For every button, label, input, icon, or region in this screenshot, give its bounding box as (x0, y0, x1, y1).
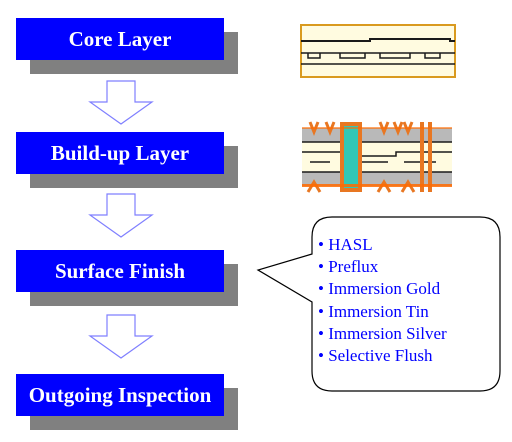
down-arrow-icon (88, 314, 154, 359)
core-layer-cross-section-image (300, 24, 456, 78)
list-item: • Immersion Tin (318, 301, 429, 321)
step-label: Outgoing Inspection (28, 382, 212, 407)
surface-finish-options-list: • HASL • Preflux • Immersion Gold • Imme… (318, 234, 447, 367)
step-label: Surface Finish (54, 258, 186, 283)
down-arrow-icon (88, 80, 154, 125)
step-label: Build-up Layer (50, 140, 190, 165)
step-label: Core Layer (68, 26, 172, 51)
step-box-core-layer: Core Layer (16, 18, 224, 60)
list-item: • Selective Flush (318, 346, 433, 366)
list-item: • Preflux (318, 257, 379, 277)
step-box-build-up-layer: Build-up Layer (16, 132, 224, 174)
build-up-layer-cross-section-image (302, 121, 452, 193)
down-arrow-icon (88, 193, 154, 238)
list-item: • HASL (318, 235, 373, 254)
step-box-outgoing-inspection: Outgoing Inspection (16, 374, 224, 416)
step-box-surface-finish: Surface Finish (16, 250, 224, 292)
list-item: • Immersion Silver (318, 323, 447, 343)
list-item: • Immersion Gold (318, 279, 441, 299)
